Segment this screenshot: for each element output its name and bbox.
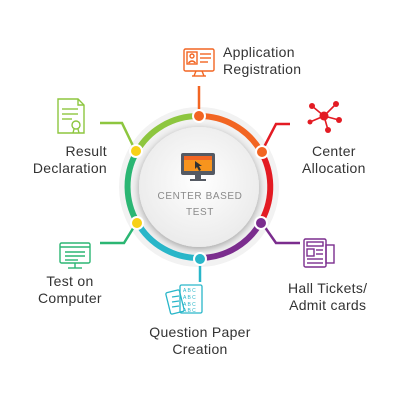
registration-form-icon: [183, 48, 215, 77]
certificate-icon: [57, 98, 85, 134]
svg-text:A B C: A B C: [183, 308, 196, 314]
step-test-computer-label: Test on Computer: [38, 273, 102, 307]
step-application-label: Application Registration: [223, 44, 301, 78]
step-hall-tickets-label: Hall Tickets/ Admit cards: [288, 280, 367, 314]
step-allocation-label: Center Allocation: [302, 143, 366, 177]
admit-card-icon: [303, 238, 335, 268]
step-label-line2: Registration: [223, 61, 302, 77]
step-label-line1: Question Paper: [149, 324, 251, 340]
svg-text:A B C: A B C: [183, 295, 196, 301]
step-label-line1: Hall Tickets/: [288, 280, 368, 296]
network-nodes-icon: [307, 101, 342, 133]
center-title-line1: CENTER BASED: [157, 191, 243, 202]
step-label-line2: Allocation: [302, 160, 366, 176]
step-label-line2: Admit cards: [289, 297, 367, 313]
step-label-line1: Test on: [46, 273, 94, 289]
center-title-line2: TEST: [186, 207, 214, 218]
step-label-line1: Result: [65, 143, 107, 159]
step-label-line2: Declaration: [32, 160, 107, 176]
node-dots: [129, 109, 269, 266]
step-label-line1: Center: [311, 143, 356, 159]
question-sheet-icon: A B C A B C A B C A B C: [165, 284, 203, 315]
step-result-label: Result Declaration: [25, 143, 107, 177]
step-question-paper-label: Question Paper Creation: [140, 324, 260, 358]
color-ring: [124, 112, 274, 262]
monitor-cursor-icon: [181, 153, 215, 181]
step-label-line2: Computer: [38, 290, 102, 306]
computer-screen-icon: [59, 242, 91, 269]
step-label-line1: Application: [223, 44, 295, 60]
center-disc: [139, 127, 259, 247]
svg-text:A B C: A B C: [183, 288, 196, 294]
step-label-line2: Creation: [172, 341, 228, 357]
svg-text:A B C: A B C: [183, 302, 196, 308]
